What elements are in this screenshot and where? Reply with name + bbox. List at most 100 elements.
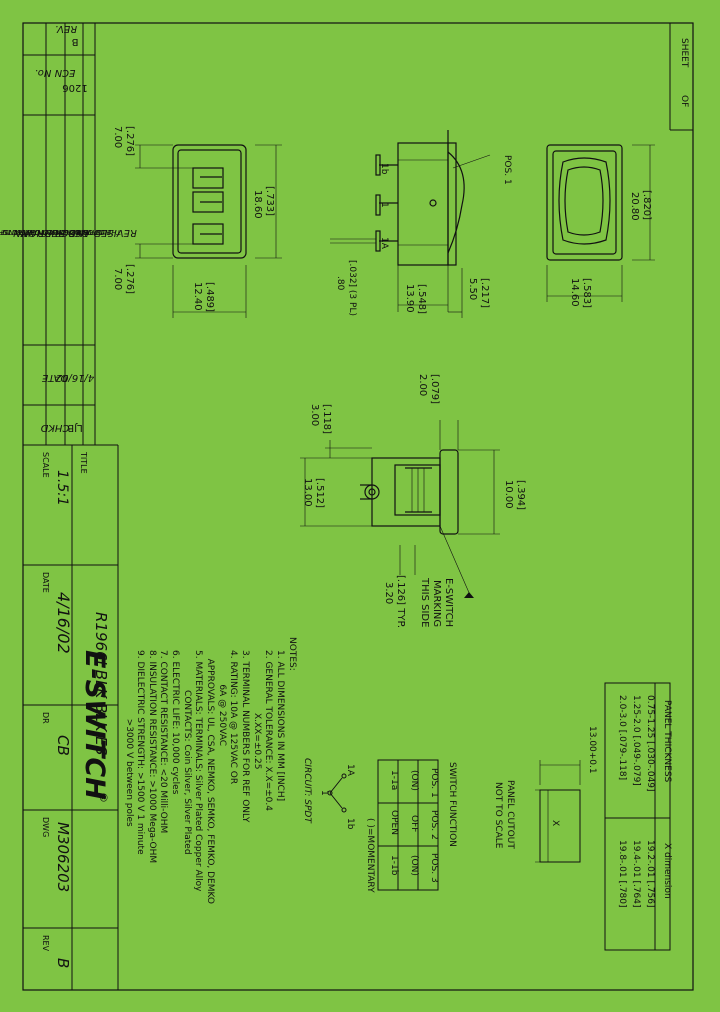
revision-text: REV. ECN No. DESCRIPTION DATE CHKD B 120… bbox=[0, 23, 137, 433]
panel-thickness-table bbox=[604, 682, 671, 951]
frame bbox=[22, 22, 694, 991]
term-1: 1 bbox=[379, 202, 389, 208]
end-flange-mm: 2.00 bbox=[417, 374, 428, 396]
of-label: OF bbox=[679, 95, 689, 107]
side-width-mm: 12.40 bbox=[192, 282, 203, 311]
notes-line: 8. INSULATION RESISTANCE: >1000 Mega-OHM bbox=[147, 650, 157, 863]
side-width-in: [.489] bbox=[204, 282, 215, 312]
sf-cell: 1-1b bbox=[389, 855, 399, 876]
profile-dims: POS. 1 1b 1 1A .80 [.032] (3 PL) 13.90 [… bbox=[335, 155, 512, 316]
sheet-box bbox=[669, 23, 693, 131]
scale-label: SCALE bbox=[41, 452, 50, 478]
chkd-header: CHKD bbox=[40, 422, 69, 433]
notes-line: 9. DIELECTRIC STRENGTH: >1500 V 1 minute bbox=[135, 650, 145, 855]
front-w-mm: 14.60 bbox=[569, 278, 580, 307]
cutout-height: 13.00+0.1 bbox=[587, 726, 597, 774]
sf-header: POS. 1 bbox=[429, 768, 439, 798]
date-value: 4/16/02 bbox=[56, 372, 95, 383]
sf-cell: OPEN bbox=[389, 810, 399, 835]
dr-value: CB bbox=[54, 735, 72, 756]
end-body-in: [.512] bbox=[314, 478, 325, 508]
dr-label: DR bbox=[41, 712, 50, 724]
chkd-value: LJB bbox=[67, 422, 83, 433]
side-mid-in: [.733] bbox=[264, 186, 275, 216]
term-pitch-in: [.126] TYP. bbox=[395, 575, 406, 628]
date-value: 4/16/02 bbox=[54, 592, 73, 654]
profile-view bbox=[330, 130, 491, 318]
notes-line: 7. CONTACT RESISTANCE: <20 Milli-OHM bbox=[158, 650, 168, 833]
notes-line: 6A @ 250VAC bbox=[217, 650, 227, 746]
end-step-in: [.118] bbox=[321, 404, 332, 434]
cutout-line-1: PANEL CUTOUT bbox=[505, 780, 515, 849]
title-value: R1966I BLK BLK ES bbox=[92, 612, 110, 756]
pt-header: PANEL THICKNESS bbox=[662, 700, 672, 783]
sf-cell: (ON) bbox=[409, 770, 419, 791]
sf-header: POS. 3 bbox=[429, 853, 439, 883]
switch-function-heading: SWITCH FUNCTION bbox=[447, 762, 457, 847]
side-view bbox=[135, 144, 282, 318]
pt-cell: 19.8-.01 [.780] bbox=[617, 840, 627, 908]
side-bot-mm: 7.00 bbox=[112, 268, 123, 290]
title-block-lines bbox=[23, 445, 119, 990]
dwg-value: M306203 bbox=[54, 822, 72, 892]
end-total-mm: 10.00 bbox=[503, 480, 514, 509]
pt-cell: 2.0-3.0 [.079-.118] bbox=[617, 695, 627, 780]
sheet-label: SHEET bbox=[679, 38, 689, 68]
circuit-1b: 1b bbox=[345, 818, 355, 830]
circuit-diagram bbox=[327, 773, 347, 813]
term-pitch-mm: 3.20 bbox=[383, 582, 394, 604]
notes-line: 2. GENERAL TOLERANCE: X.X=±0.4 bbox=[263, 650, 273, 811]
notice-line-1: THE INFORMATION CONTAINED IN THIS DOCUME… bbox=[0, 228, 121, 236]
rev-header: REV. bbox=[55, 23, 77, 34]
marking-line-3: THIS SIDE bbox=[419, 577, 430, 627]
rev-value: B bbox=[71, 36, 78, 47]
registered-mark: ® bbox=[97, 792, 110, 803]
date-header: DATE bbox=[41, 372, 68, 383]
term-1b: 1b bbox=[379, 163, 389, 175]
notes-line: 1. ALL DIMENSIONS IN MM [INCH] bbox=[275, 650, 285, 801]
panel-table-text: PANEL THICKNESS X dimension 0.75-1.25 [.… bbox=[617, 695, 672, 908]
notes-line: >3000 V between poles bbox=[124, 650, 134, 827]
notice-line-2: IS PROPRIETARY TO E-SWITCH AND IS bbox=[0, 228, 103, 236]
notes-line: X.XX=±0.25 bbox=[252, 650, 262, 769]
pt-cell: 19.4-.01 [.764] bbox=[631, 840, 641, 908]
ecn-value: 1206 bbox=[62, 82, 87, 93]
side-bot-in: [.276] bbox=[124, 264, 135, 294]
front-view bbox=[546, 144, 655, 302]
momentary-label: ( )=MOMENTARY bbox=[365, 818, 375, 893]
circuit-1a: 1A bbox=[345, 764, 355, 777]
pt-cell: 1.25-2.0 [.049-.079] bbox=[631, 695, 641, 786]
description-value: REVISED AND REDRAWN bbox=[13, 227, 137, 238]
e-switch-logo: E-SWITCH bbox=[79, 650, 110, 800]
term-thk-mm: .80 bbox=[335, 276, 345, 291]
body-depth-mm: 13.90 bbox=[404, 284, 415, 313]
sf-cell: (ON) bbox=[409, 855, 419, 876]
circuit-label: CIRCUIT: SPDT bbox=[302, 758, 312, 824]
notes-line: 6. ELECTRIC LIFE: 10,000 cycles bbox=[170, 650, 180, 795]
switch-function-table bbox=[377, 759, 439, 891]
pt-cell: 0.75-1.25 [.030-.049] bbox=[645, 695, 655, 792]
side-top-mm: 7.00 bbox=[112, 126, 123, 148]
switch-function-text: SWITCH FUNCTION POS. 1 POS. 2 POS. 3 (ON… bbox=[389, 762, 457, 883]
circuit-text: CIRCUIT: SPDT 1A 1 1b ( )=MOMENTARY bbox=[302, 758, 375, 893]
revision-block bbox=[23, 23, 118, 446]
title-label: TITLE bbox=[79, 451, 88, 474]
notes-line: 3. TERMINAL NUMBERS FOR REF ONLY bbox=[240, 650, 250, 823]
end-total-in: [.394] bbox=[515, 480, 526, 510]
rocker-h-mm: 5.50 bbox=[467, 278, 478, 300]
side-mid-mm: 18.60 bbox=[252, 190, 263, 219]
notes: NOTES: 1. ALL DIMENSIONS IN MM [INCH] 2.… bbox=[124, 637, 297, 904]
end-step-mm: 3.00 bbox=[309, 404, 320, 426]
marking-arrow-icon bbox=[464, 592, 474, 598]
marking-line-1: E-SWITCH bbox=[443, 578, 454, 627]
ecn-header: ECN No. bbox=[35, 67, 76, 78]
notes-line: 5. MATERIALS: TERMINALS: Silver Plated C… bbox=[193, 650, 203, 892]
sf-header: POS. 2 bbox=[429, 810, 439, 840]
end-flange-in: [.079] bbox=[429, 374, 440, 404]
notes-heading: NOTES: bbox=[287, 637, 297, 671]
circuit-1: 1 bbox=[319, 790, 329, 796]
notes-line: CONTACTS: Coin Silver, Silver Plated bbox=[182, 650, 192, 855]
notes-line: 4. RATING: 10A @ 125VAC OR bbox=[228, 650, 238, 784]
